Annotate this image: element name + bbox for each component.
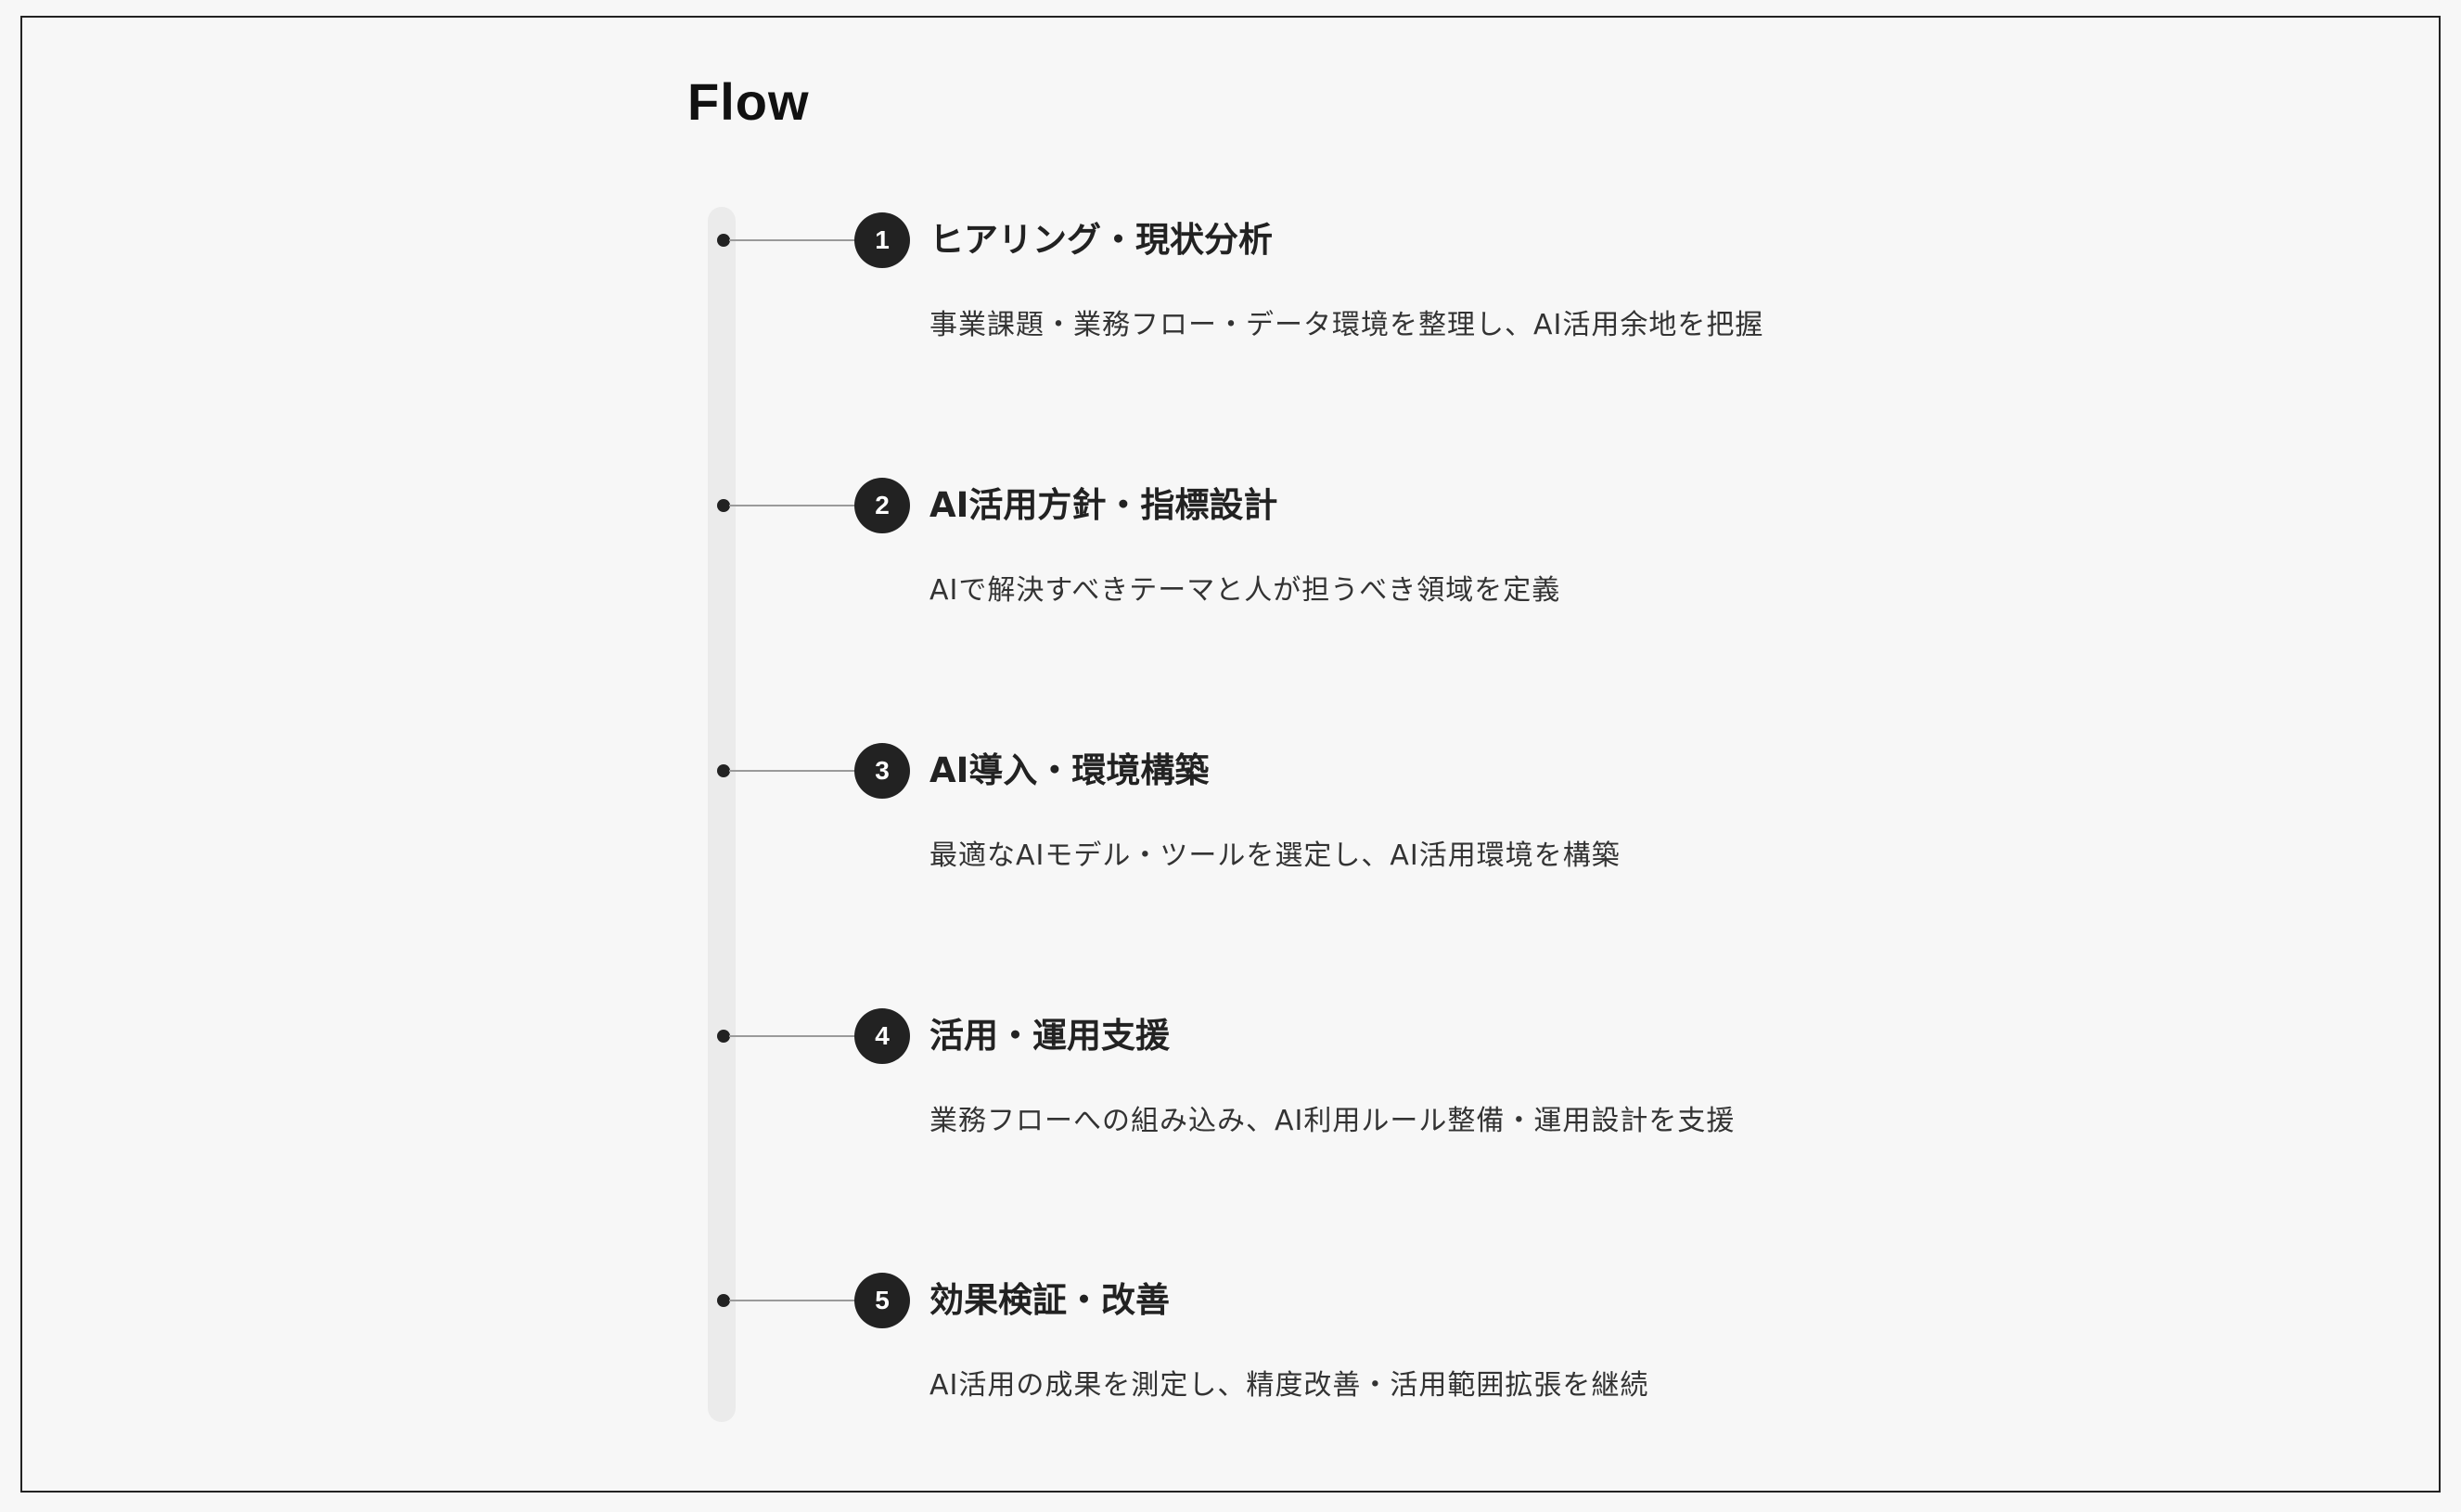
timeline-dot xyxy=(717,1030,730,1043)
step-number-badge: 3 xyxy=(854,743,910,799)
step-number-badge: 1 xyxy=(854,212,910,268)
timeline-connector xyxy=(729,239,857,241)
timeline-track xyxy=(708,207,736,1422)
timeline-connector xyxy=(729,1300,857,1301)
flow-step-1: 1 ヒアリング・現状分析 事業課題・業務フロー・データ環境を整理し、AI活用余地… xyxy=(0,0,2461,341)
timeline-dot xyxy=(717,764,730,777)
section-title: Flow xyxy=(687,72,810,131)
step-description: 業務フローへの組み込み、AI利用ルール整備・運用設計を支援 xyxy=(929,1105,1736,1137)
timeline-connector xyxy=(729,770,857,772)
step-title: 効果検証・改善 xyxy=(929,1280,1170,1320)
timeline-dot xyxy=(717,234,730,247)
flow-step-4: 4 活用・運用支援 業務フローへの組み込み、AI利用ルール整備・運用設計を支援 xyxy=(0,796,2461,1137)
step-description: AIで解決すべきテーマと人が担うべき領域を定義 xyxy=(929,574,1561,607)
content-frame xyxy=(20,16,2441,1493)
step-title: AI活用方針・指標設計 xyxy=(929,485,1278,525)
timeline-connector xyxy=(729,1035,857,1037)
flow-step-2: 2 AI活用方針・指標設計 AIで解決すべきテーマと人が担うべき領域を定義 xyxy=(0,265,2461,607)
step-description: 事業課題・業務フロー・データ環境を整理し、AI活用余地を把握 xyxy=(929,309,1764,341)
step-number-badge: 5 xyxy=(854,1273,910,1328)
flow-step-3: 3 AI導入・環境構築 最適なAIモデル・ツールを選定し、AI活用環境を構築 xyxy=(0,531,2461,872)
timeline-connector xyxy=(729,505,857,506)
timeline-dot xyxy=(717,499,730,512)
step-title: 活用・運用支援 xyxy=(929,1016,1170,1056)
step-number-badge: 4 xyxy=(854,1008,910,1064)
step-description: 最適なAIモデル・ツールを選定し、AI活用環境を構築 xyxy=(929,839,1621,872)
step-number-badge: 2 xyxy=(854,478,910,533)
step-title: AI導入・環境構築 xyxy=(929,750,1210,790)
step-title: ヒアリング・現状分析 xyxy=(929,220,1273,260)
step-description: AI活用の成果を測定し、精度改善・活用範囲拡張を継続 xyxy=(929,1369,1649,1402)
flow-step-5: 5 効果検証・改善 AI活用の成果を測定し、精度改善・活用範囲拡張を継続 xyxy=(0,1060,2461,1402)
timeline-dot xyxy=(717,1294,730,1307)
